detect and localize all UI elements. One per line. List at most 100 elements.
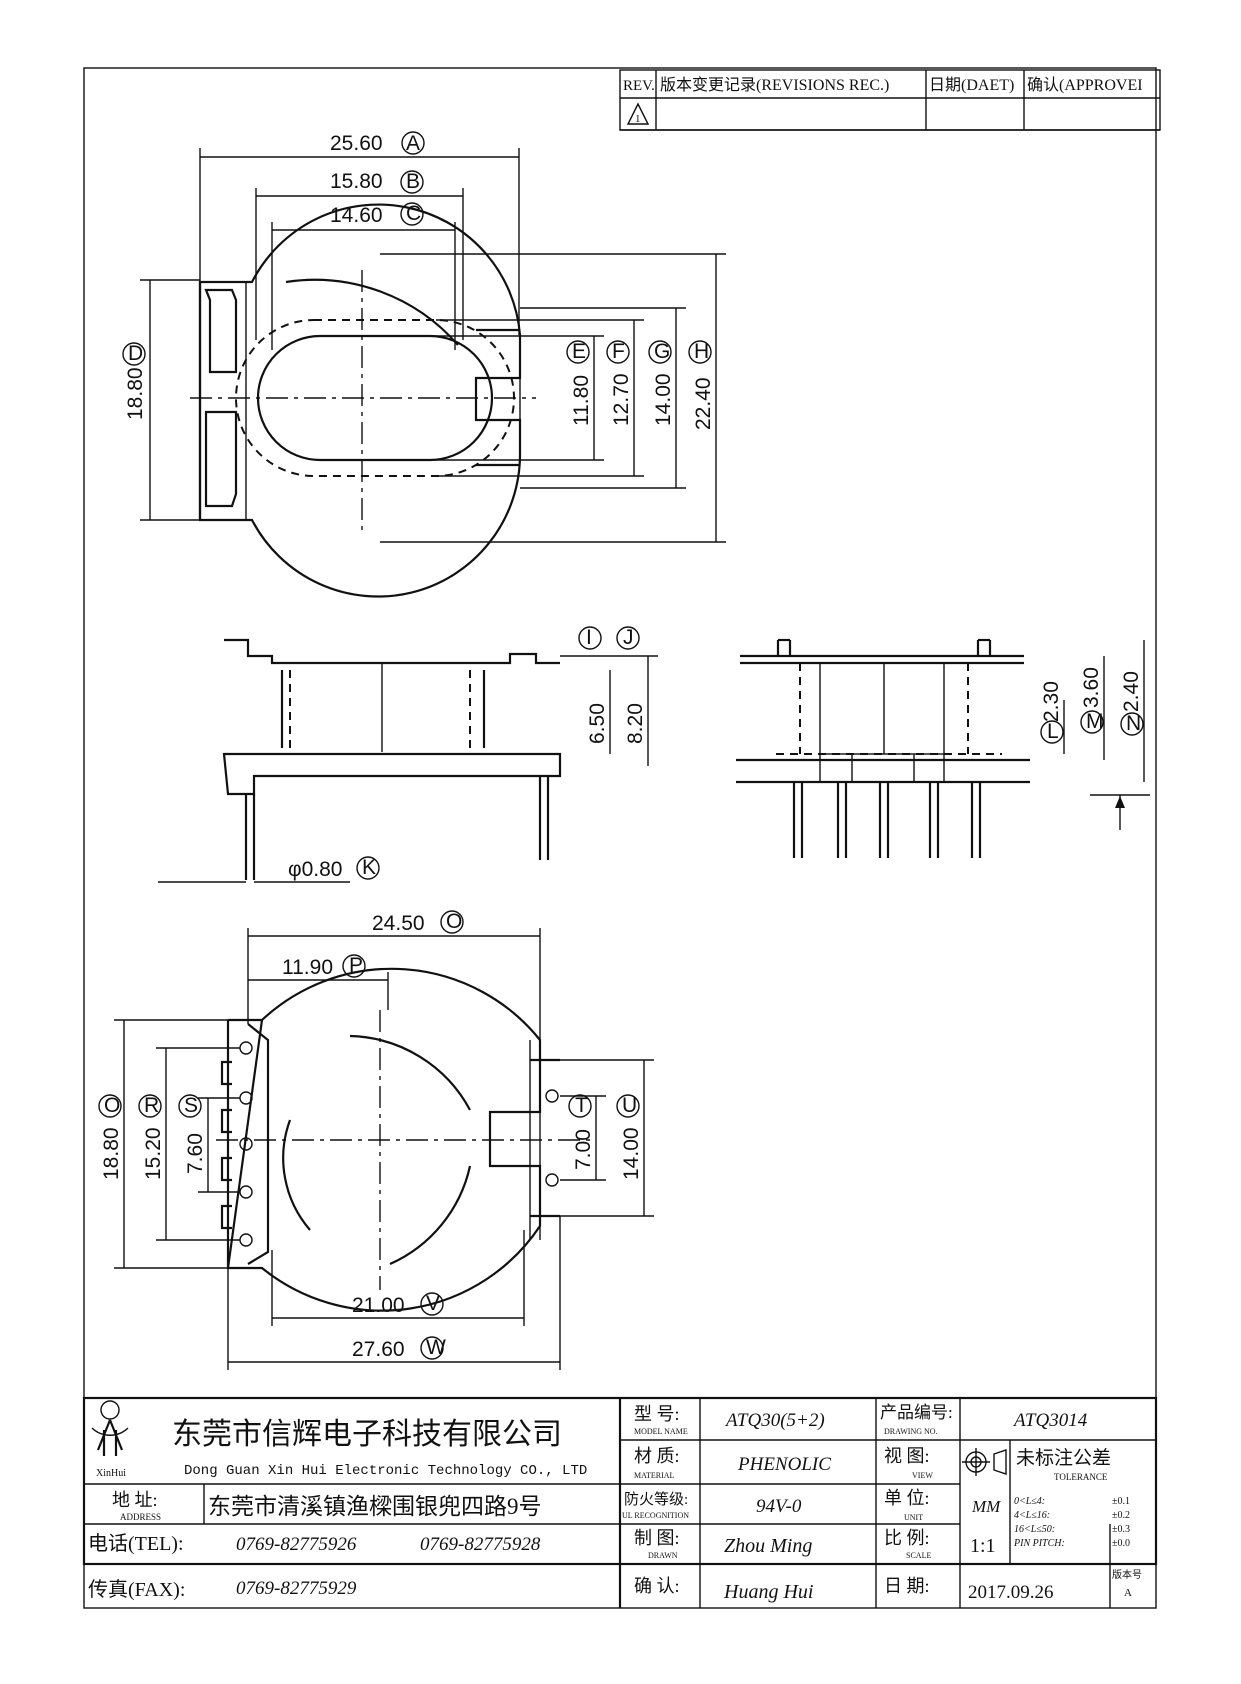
tolerance-value: ±0.3 [1112,1524,1130,1535]
dimension-F: 12.70 F [436,319,644,477]
dimension-J-marker: J [623,626,634,649]
version-label: 版本号 [1112,1568,1142,1581]
model-label-en: MODEL NAME [634,1427,688,1436]
dimension-B-marker: B [406,170,420,193]
material-value: PHENOLIC [737,1454,831,1475]
dimension-O2: 18.80 O [98,1019,228,1269]
tolerance-value: ±0.0 [1112,1538,1130,1549]
dimension-D: 18.80 D [122,279,200,521]
dimension-C-value: 14.60 [330,204,383,227]
drawing-frame [83,67,1157,1565]
dimension-H-value: 22.40 [692,377,715,430]
fax-value: 0769-82775929 [236,1578,357,1599]
tolerance-label: 未标注公差 [1016,1447,1111,1469]
side-view [222,638,562,880]
tolerance-value: ±0.2 [1112,1510,1130,1521]
dimension-K-marker: K [362,856,376,879]
dimension-A: 25.60 A [199,131,520,335]
dimension-V-value: 21.00 [352,1294,405,1317]
dimension-I-value: 6.50 [586,703,609,744]
company-name-en: Dong Guan Xin Hui Electronic Technology … [184,1463,587,1479]
rev-header: REV. [623,78,655,94]
company-logo-icon [91,1400,129,1456]
version-value: A [1124,1587,1132,1599]
dimension-E: 11.80 E [430,335,604,461]
dimension-H: 22.40 H [380,253,726,543]
revision-approve-header: 确认(APPROVEI [1027,76,1143,94]
dimension-O-value: 24.50 [372,912,425,935]
tolerance-table: 0<L≤4: ±0.1 4<L≤16: ±0.2 16<L≤50: ±0.3 P… [1013,1496,1130,1549]
dimension-M-value: 3.60 [1080,667,1103,708]
tolerance-range: PIN PITCH: [1013,1538,1065,1549]
view-label: 视 图: [884,1446,930,1466]
dimension-A-marker: A [406,132,420,155]
unit-value: MM [971,1497,1001,1516]
dimension-D-marker: D [128,342,143,365]
dimension-O2-value: 18.80 [100,1127,123,1180]
dimension-L-value: 2.30 [1040,681,1063,722]
company-name-cn: 东莞市信辉电子科技有限公司 [172,1418,562,1451]
dimension-S-value: 7.60 [184,1133,207,1174]
view-label-en: VIEW [912,1471,933,1480]
dimension-V-marker: V [426,1292,440,1315]
revision-record-header: 版本变更记录(REVISIONS REC.) [660,76,889,94]
dimension-S-marker: S [184,1094,198,1117]
material-label-en: MATERIAL [634,1471,675,1480]
dimension-B-value: 15.80 [330,170,383,193]
scale-label: 比 例: [884,1528,930,1548]
date-label: 日 期: [884,1576,930,1596]
unit-label-en: UNIT [904,1513,923,1522]
dimension-T: 7.00 T [560,1094,606,1181]
drawn-value: Zhou Ming [724,1535,812,1557]
dimension-H-marker: H [694,340,709,363]
revision-table: REV. 版本变更记录(REVISIONS REC.) 日期(DAET) 确认(… [619,69,1161,131]
dimension-F-marker: F [612,340,625,363]
dimension-N-marker: N [1126,712,1141,735]
material-label: 材 质: [634,1446,680,1466]
dimension-S: 7.60 S [178,1094,240,1193]
drawing-no-label: 产品编号: [880,1403,953,1422]
address-label: 地 址: [112,1490,158,1510]
revision-date-header: 日期(DAET) [929,76,1014,94]
dimension-T-value: 7.00 [572,1129,595,1170]
tel-label: 电话(TEL): [88,1532,184,1555]
top-view [190,203,536,598]
ul-label: 防火等级: [624,1490,688,1508]
tolerance-label-en: TOLERANCE [1054,1472,1108,1482]
drawn-label: 制 图: [634,1528,680,1548]
dimension-W-marker: W [426,1336,446,1359]
dimension-F-value: 12.70 [610,373,633,426]
dimension-V: 21.00 V [271,1230,525,1326]
dimension-N-value: 2.40 [1120,671,1143,712]
dimension-G: 14.00 G [520,307,686,489]
check-label: 确 认: [634,1576,680,1596]
dimension-E-value: 11.80 [570,375,593,426]
model-value: ATQ30(5+2) [724,1410,825,1431]
dimension-P-value: 11.90 [282,956,333,979]
dimension-G-marker: G [654,340,670,363]
dimension-G-value: 14.00 [652,373,675,426]
tel-value-1: 0769-82775926 [236,1534,357,1555]
ul-value: 94V-0 [756,1496,802,1517]
dimension-O-marker: O [446,910,462,933]
tel-value-2: 0769-82775928 [420,1534,541,1555]
dimension-C-marker: C [406,202,421,225]
drawing-no-value: ATQ3014 [1012,1410,1088,1431]
tolerance-range: 16<L≤50: [1014,1524,1055,1535]
date-value: 2017.09.26 [968,1582,1054,1603]
revision-triangle-icon: 1 [626,102,650,125]
dimension-K-value: φ0.80 [288,858,343,881]
tolerance-range: 0<L≤4: [1014,1496,1045,1507]
address-value: 东莞市清溪镇渔樑围银兜四路9号 [208,1494,542,1519]
dimension-T-marker: T [575,1094,588,1117]
dimension-O: 24.50 O [247,910,541,1040]
fax-label: 传真(FAX): [88,1578,185,1601]
logo-text: XinHui [96,1468,126,1479]
dimension-U: 14.00 U [560,1059,654,1217]
dimension-B: 15.80 B [255,170,464,340]
dimension-W: 27.60 W [227,1216,561,1370]
dimension-L-M-N: 2.30 3.60 2.40 L M N [1040,640,1150,830]
dimension-U-marker: U [622,1094,637,1117]
dimension-A-value: 25.60 [330,132,383,155]
